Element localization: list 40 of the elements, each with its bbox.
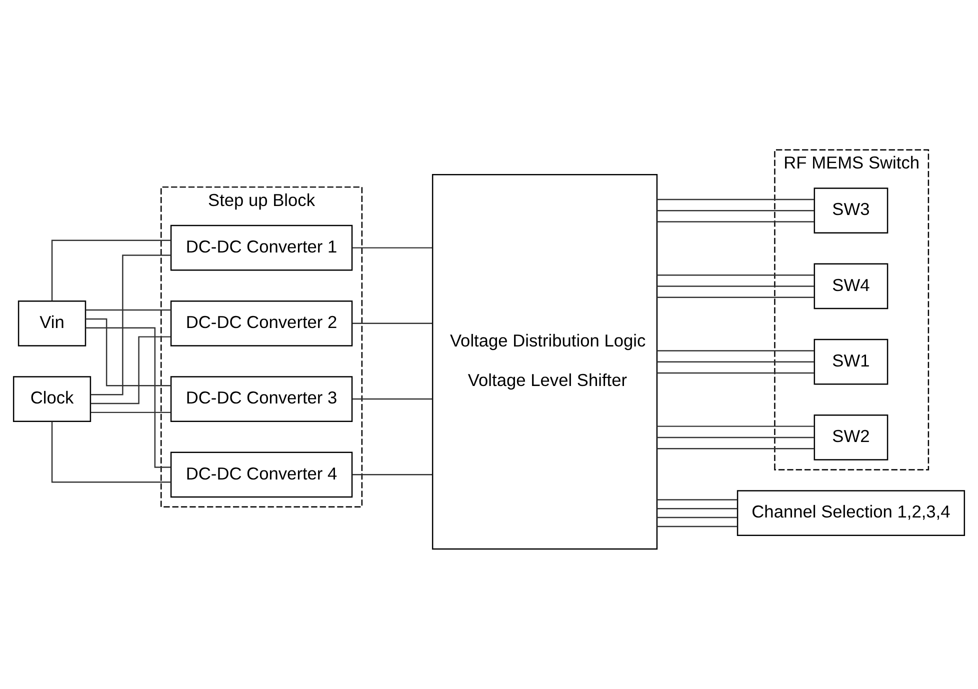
node-box: Voltage Distribution Logic Voltage Level Shifter: [432, 174, 658, 550]
connector: [352, 398, 432, 400]
connector: [352, 247, 432, 248]
connector: [657, 448, 814, 450]
node-box: SW2: [814, 414, 888, 460]
connector: [657, 372, 814, 374]
connector: [657, 350, 814, 352]
connector: [51, 422, 171, 483]
connector: [86, 327, 171, 468]
node-box: SW3: [814, 188, 888, 234]
connector: [657, 526, 738, 528]
connector: [51, 240, 171, 301]
connector: [657, 499, 738, 500]
node-box: DC-DC Converter 1: [170, 224, 353, 271]
connector: [657, 198, 814, 200]
connector: [90, 336, 171, 404]
connector: [352, 322, 432, 324]
connector: [352, 474, 432, 476]
node-box: DC-DC Converter 2: [170, 300, 353, 346]
connector: [657, 516, 738, 518]
connector: [86, 318, 171, 386]
connector: [86, 309, 171, 311]
connector: [657, 274, 814, 276]
node-box: DC-DC Converter 4: [170, 452, 353, 498]
connector: [657, 296, 814, 298]
connector: [657, 426, 814, 427]
node-box: SW4: [814, 263, 888, 310]
node-box: Channel Selection 1,2,3,4: [736, 490, 966, 536]
connector: [657, 210, 814, 212]
node-box: DC-DC Converter 3: [170, 376, 353, 422]
connector: [657, 508, 738, 510]
node-box: Vin: [18, 300, 86, 346]
connector: [657, 436, 814, 438]
node-box: Clock: [12, 376, 92, 422]
node-box: SW1: [814, 338, 888, 385]
connector: [90, 254, 171, 396]
connector: [657, 286, 814, 287]
connector: [657, 221, 814, 222]
connector: [90, 412, 171, 414]
connector: [657, 361, 814, 362]
